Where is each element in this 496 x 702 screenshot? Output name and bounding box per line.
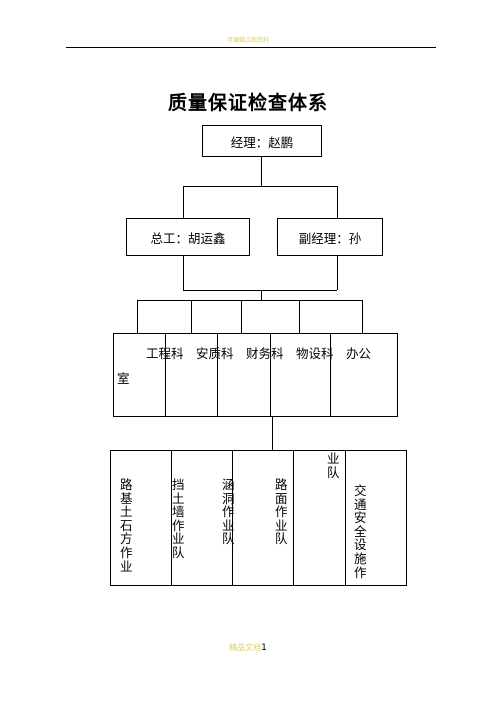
- page-header: 可编辑文档资料: [226, 37, 269, 44]
- connector: [137, 300, 362, 301]
- footer-label: 精品文档: [229, 643, 262, 652]
- connector: [337, 256, 338, 290]
- department-divider: [330, 333, 331, 417]
- department-divider: [165, 333, 166, 417]
- chief-engineer-box: 总工：胡运鑫: [126, 218, 250, 256]
- connector: [337, 186, 338, 218]
- team-divider: [345, 450, 346, 586]
- connector: [191, 300, 192, 333]
- connector: [183, 256, 184, 290]
- team-divider: [171, 450, 172, 586]
- team-suffix: 业队: [327, 451, 340, 480]
- page-number: 1: [261, 643, 267, 653]
- header-rule: [66, 47, 436, 48]
- departments-text-line-1: 工程科 安质科 财务科 物设科 办公: [146, 346, 372, 361]
- teams-box: [110, 450, 407, 586]
- team-culvert: 涵洞作业队: [222, 477, 235, 547]
- departments-text-line-2: 室: [117, 371, 130, 386]
- connector: [362, 300, 363, 333]
- connector: [183, 186, 184, 218]
- page-title: 质量保证检查体系: [167, 92, 328, 114]
- team-divider: [232, 450, 233, 586]
- deputy-manager-box: 副经理：孙: [277, 218, 383, 256]
- page-footer: 精品文档1: [0, 642, 496, 653]
- deputy-manager-label: 副经理：孙: [298, 230, 362, 246]
- chief-engineer-label: 总工：胡运鑫: [150, 230, 226, 246]
- team-roadbed: 路基土石方作业: [120, 477, 133, 574]
- connector: [183, 186, 337, 187]
- connector: [241, 300, 242, 333]
- connector: [183, 290, 337, 291]
- connector: [272, 417, 273, 450]
- manager-box: 经理：赵鹏: [202, 125, 322, 157]
- manager-label: 经理：赵鹏: [230, 134, 294, 150]
- team-pavement: 路面作业队: [275, 477, 288, 547]
- departments-box: [113, 333, 398, 417]
- department-divider: [270, 333, 271, 417]
- team-retaining-wall: 挡土墙作业队: [172, 477, 185, 560]
- connector: [299, 300, 300, 333]
- connector: [137, 300, 138, 333]
- connector: [261, 157, 262, 186]
- connector: [261, 290, 262, 300]
- department-divider: [217, 333, 218, 417]
- team-traffic-safety: 交通安全设施作: [354, 483, 367, 580]
- team-divider: [293, 450, 294, 586]
